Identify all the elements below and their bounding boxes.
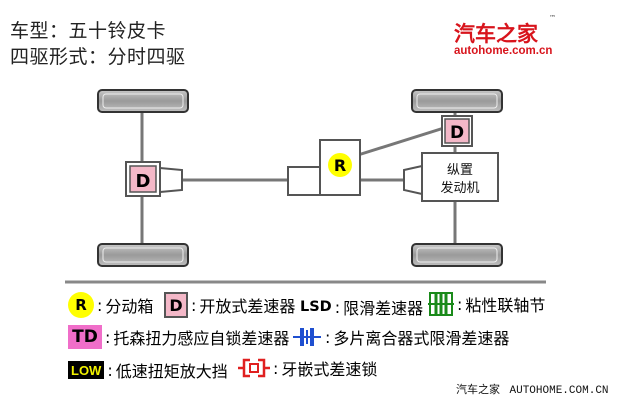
legend-lsd: LSD : 限滑差速器	[300, 295, 423, 319]
trademark-mark: ™	[549, 14, 556, 22]
rear-right-tire	[411, 243, 503, 267]
front-diff-label: D	[136, 171, 151, 192]
transfer-case-symbol: R	[68, 292, 94, 318]
low-range-symbol: LOW	[68, 361, 105, 379]
open-diff-symbol: D	[164, 292, 188, 318]
footer-brand: 汽车之家	[456, 383, 500, 396]
viscous-coupling-icon	[428, 292, 454, 316]
engine-assembly: 纵置 发动机	[403, 152, 499, 202]
torsen-diff-symbol: TD	[68, 325, 102, 349]
rear-propshaft	[357, 126, 445, 157]
footer-watermark: 汽车之家 AUTOHOME.COM.CN	[456, 381, 609, 397]
rear-left-tire	[411, 89, 503, 113]
engine-label-line2: 发动机	[440, 180, 479, 196]
legend-low-range: LOW : 低速扭矩放大挡	[68, 358, 228, 382]
footer-url: AUTOHOME.COM.CN	[509, 385, 609, 397]
transfer-case-text: 分动箱	[105, 297, 154, 316]
legend-open-diff: D : 开放式差速器	[164, 292, 295, 318]
autohome-logo-url: autohome.com.cn	[454, 45, 553, 57]
front-differential: D	[125, 161, 183, 197]
dog-clutch-locker-icon	[238, 358, 270, 378]
legend-multiplate-lsd: : 多片离合器式限滑差速器	[292, 325, 509, 349]
lsd-text: 限滑差速器	[343, 299, 424, 318]
front-right-tire	[97, 243, 189, 267]
transfer-case: R	[287, 139, 361, 196]
multiplate-clutch-icon	[293, 328, 321, 346]
viscous-coupling-text: 粘性联轴节	[465, 296, 546, 315]
legend-viscous-coupling: : 粘性联轴节	[428, 291, 545, 317]
legend-transfer-case: R : 分动箱	[68, 292, 153, 318]
autohome-logo: 汽车之家	[454, 22, 538, 46]
multiplate-lsd-text: 多片离合器式限滑差速器	[333, 329, 510, 348]
rear-diff-label: D	[450, 123, 464, 143]
legend-dog-clutch-locker: : 牙嵌式差速锁	[238, 356, 377, 380]
transfer-case-label: R	[334, 156, 346, 175]
lsd-symbol: LSD	[300, 299, 332, 315]
rear-differential: D	[441, 115, 473, 147]
drive-type-label: 四驱形式：分时四驱	[10, 46, 186, 68]
legend-torsen-diff: TD : 托森扭力感应自锁差速器	[68, 325, 289, 349]
front-left-tire	[97, 89, 189, 113]
torsen-diff-text: 托森扭力感应自锁差速器	[113, 329, 290, 348]
dog-clutch-locker-text: 牙嵌式差速锁	[281, 360, 378, 379]
vehicle-model-label: 车型：五十铃皮卡	[10, 20, 167, 42]
engine-label-line1: 纵置	[447, 163, 473, 178]
open-diff-text: 开放式差速器	[199, 297, 296, 316]
wheels	[97, 89, 503, 267]
low-range-text: 低速扭矩放大挡	[115, 362, 228, 381]
